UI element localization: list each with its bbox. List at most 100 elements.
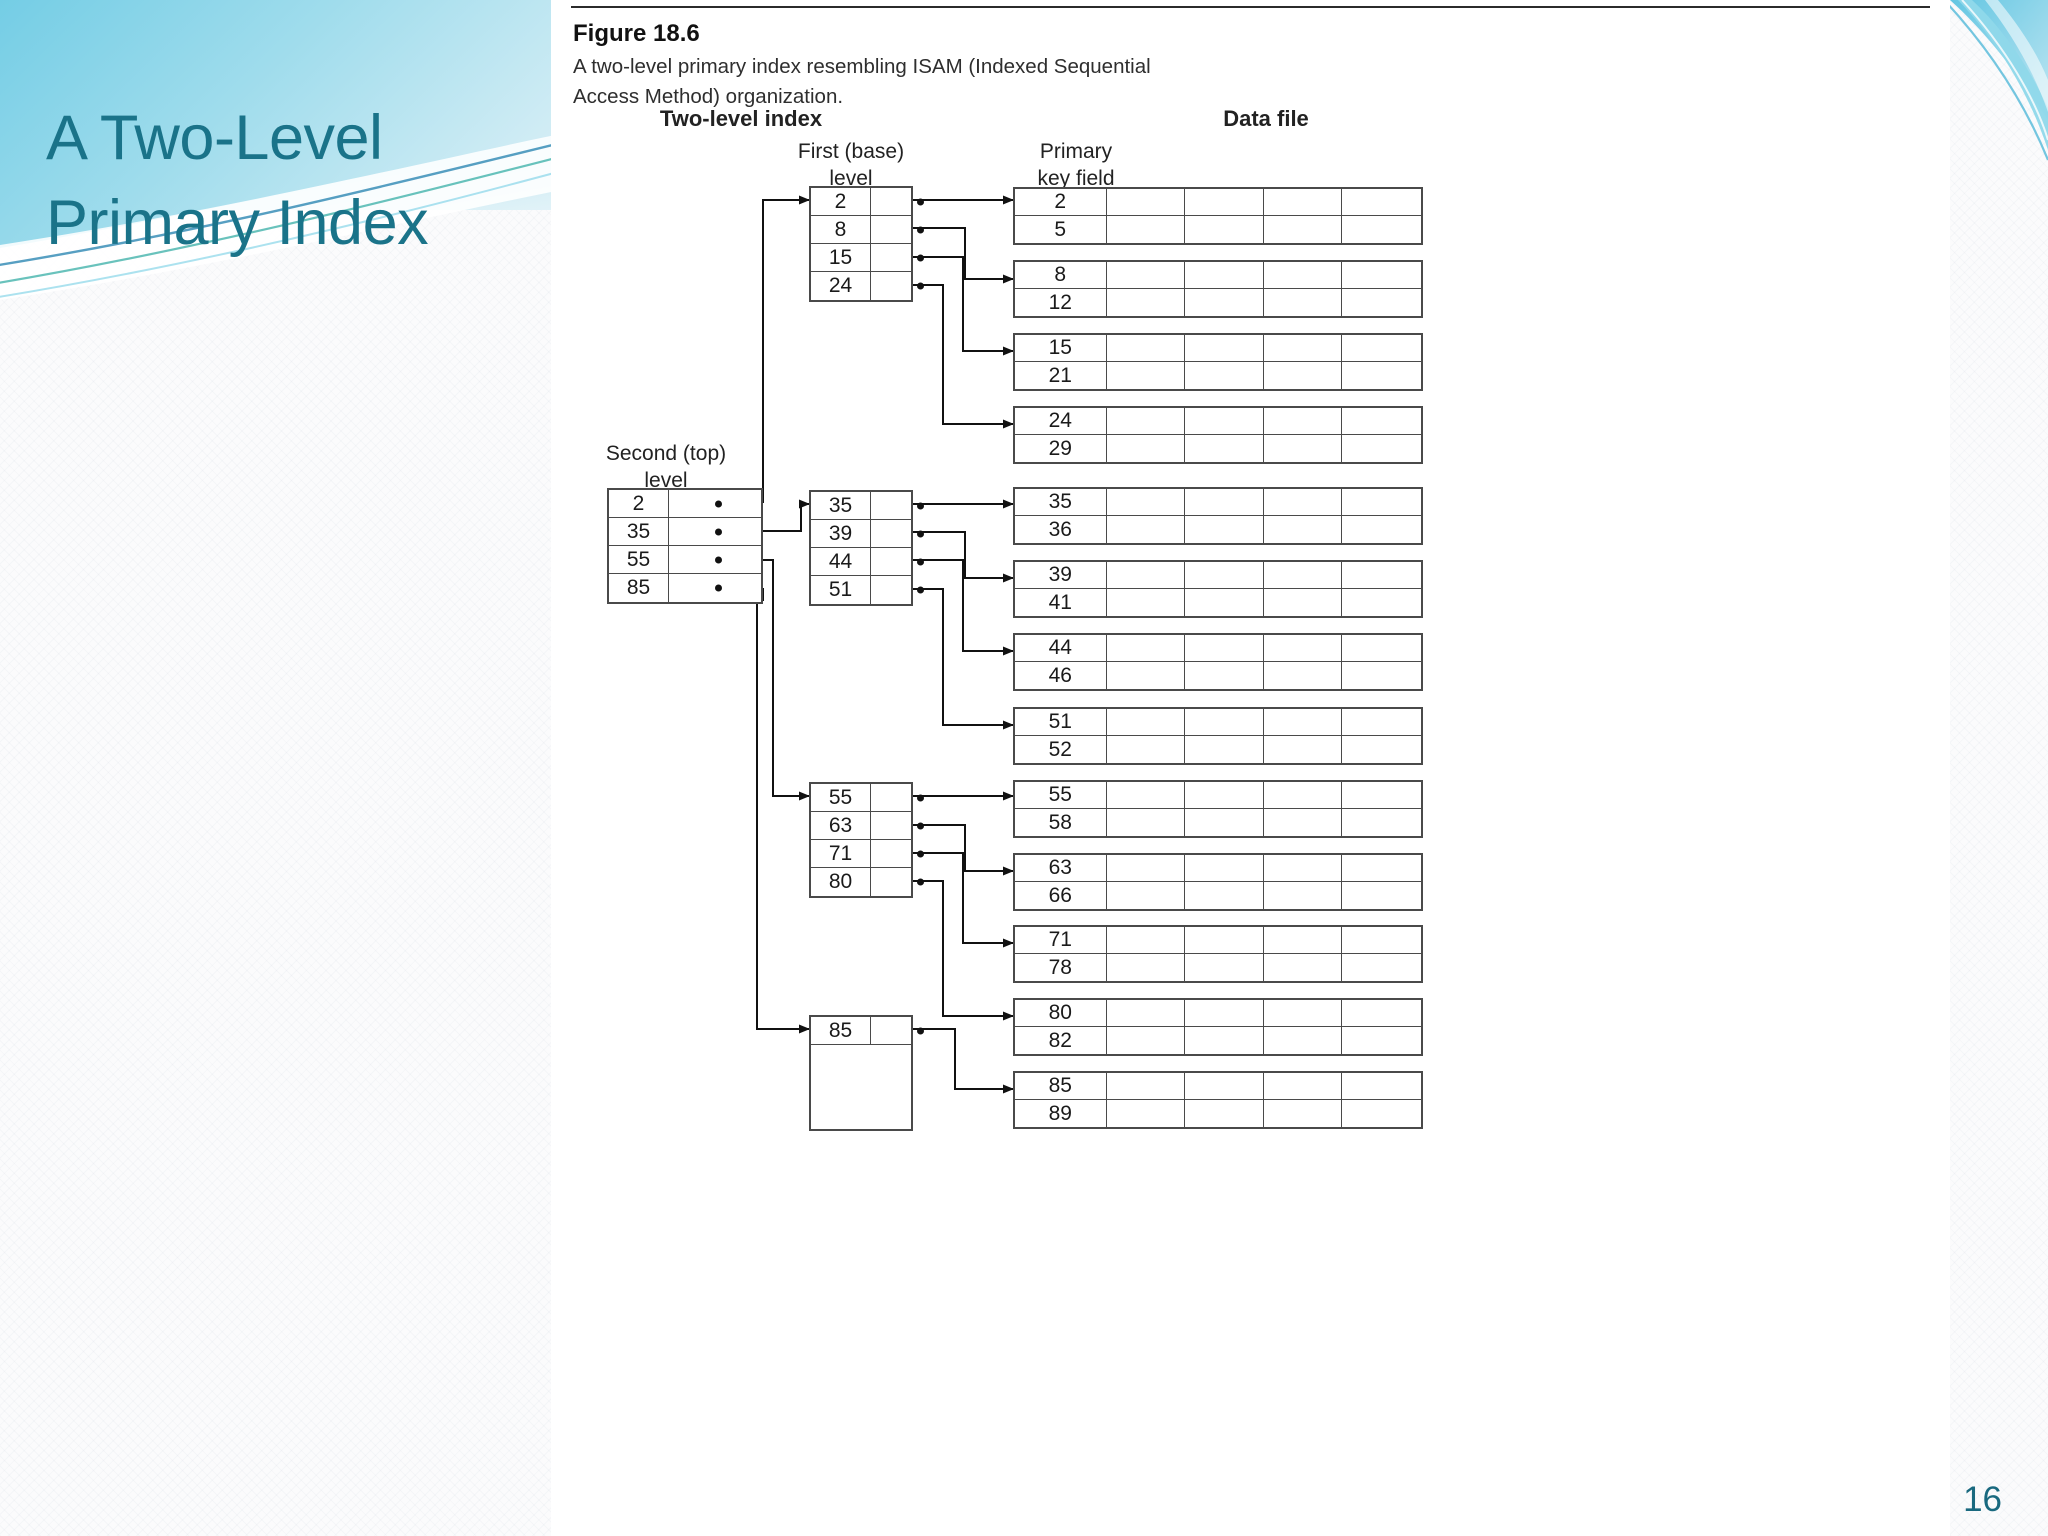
index-key-value: 35 bbox=[609, 518, 669, 545]
data-field-cell bbox=[1264, 662, 1343, 689]
data-file-record-row: 12 bbox=[1015, 289, 1421, 316]
data-file-record-row: 55 bbox=[1015, 782, 1421, 809]
data-field-cell bbox=[1342, 635, 1421, 661]
data-field-cell bbox=[1342, 662, 1421, 689]
data-field-cell bbox=[1107, 809, 1186, 836]
data-file-record-row: 80 bbox=[1015, 1000, 1421, 1027]
primary-key-value: 44 bbox=[1015, 635, 1107, 661]
data-field-cell bbox=[1342, 335, 1421, 361]
data-field-cell bbox=[1107, 408, 1186, 434]
data-field-cell bbox=[1342, 782, 1421, 808]
data-field-cell bbox=[1342, 262, 1421, 288]
figure-number: Figure 18.6 bbox=[573, 20, 700, 47]
data-field-cell bbox=[1185, 262, 1264, 288]
data-field-cell bbox=[1185, 1027, 1264, 1054]
data-field-cell bbox=[1185, 408, 1264, 434]
index-entry-row: 35 bbox=[609, 518, 761, 546]
data-field-cell bbox=[1264, 216, 1343, 243]
data-file-record-row: 78 bbox=[1015, 954, 1421, 981]
index-key-value: 55 bbox=[811, 784, 871, 811]
data-field-cell bbox=[1264, 562, 1343, 588]
data-field-cell bbox=[1264, 882, 1343, 909]
first-level-index-block: 85 bbox=[809, 1015, 913, 1131]
data-file-record-row: 39 bbox=[1015, 562, 1421, 589]
data-field-cell bbox=[1264, 1100, 1343, 1127]
connector-arrows bbox=[756, 195, 1014, 1094]
index-entry-row: 15 bbox=[811, 244, 911, 272]
data-field-cell bbox=[1342, 1073, 1421, 1099]
data-file-record-row: 66 bbox=[1015, 882, 1421, 909]
data-field-cell bbox=[1185, 1100, 1264, 1127]
index-entry-row: 35 bbox=[811, 492, 911, 520]
index-key-value: 2 bbox=[811, 188, 871, 215]
heading-primary-key-field-line-1: Primary bbox=[1039, 140, 1113, 163]
title-line-2: Primary Index bbox=[46, 188, 429, 258]
primary-key-value: 63 bbox=[1015, 855, 1107, 881]
primary-key-value: 71 bbox=[1015, 927, 1107, 953]
index-entry-row: 85 bbox=[811, 1017, 911, 1045]
heading-data-file: Data file bbox=[1223, 106, 1309, 131]
data-field-cell bbox=[1107, 289, 1186, 316]
data-file-record-row: 35 bbox=[1015, 489, 1421, 516]
data-field-cell bbox=[1185, 289, 1264, 316]
data-file-record-row: 52 bbox=[1015, 736, 1421, 763]
title-line-1: A Two-Level bbox=[46, 103, 383, 173]
data-field-cell bbox=[1264, 489, 1343, 515]
data-field-cell bbox=[1264, 1073, 1343, 1099]
data-file-record-row: 71 bbox=[1015, 927, 1421, 954]
index-key-value: 15 bbox=[811, 244, 871, 271]
data-field-cell bbox=[1107, 1000, 1186, 1026]
data-field-cell bbox=[1107, 516, 1186, 543]
data-field-cell bbox=[1107, 362, 1186, 389]
data-field-cell bbox=[1185, 882, 1264, 909]
index-block-pointer bbox=[871, 492, 911, 519]
primary-key-value: 66 bbox=[1015, 882, 1107, 909]
data-field-cell bbox=[1342, 362, 1421, 389]
data-file-record-row: 8 bbox=[1015, 262, 1421, 289]
heading-first-base-level-line-2: level bbox=[829, 167, 873, 190]
data-field-cell bbox=[1185, 709, 1264, 735]
data-field-cell bbox=[1185, 516, 1264, 543]
index-key-value: 85 bbox=[609, 574, 669, 602]
data-file-record-row: 89 bbox=[1015, 1100, 1421, 1127]
index-block-pointer bbox=[871, 244, 911, 271]
data-field-cell bbox=[1264, 435, 1343, 462]
data-field-cell bbox=[1107, 782, 1186, 808]
index-entry-row: 8 bbox=[811, 216, 911, 244]
index-entry-row: 24 bbox=[811, 272, 911, 300]
index-block-pointer bbox=[871, 868, 911, 896]
data-field-cell bbox=[1342, 882, 1421, 909]
index-entry-row: 39 bbox=[811, 520, 911, 548]
index-key-value: 8 bbox=[811, 216, 871, 243]
primary-key-value: 82 bbox=[1015, 1027, 1107, 1054]
data-field-cell bbox=[1264, 709, 1343, 735]
primary-key-value: 5 bbox=[1015, 216, 1107, 243]
primary-key-value: 58 bbox=[1015, 809, 1107, 836]
data-field-cell bbox=[1107, 435, 1186, 462]
index-block-pointer bbox=[669, 518, 761, 545]
data-field-cell bbox=[1185, 589, 1264, 616]
primary-key-value: 55 bbox=[1015, 782, 1107, 808]
data-file-record-row: 58 bbox=[1015, 809, 1421, 836]
index-key-value: 44 bbox=[811, 548, 871, 575]
primary-key-value: 51 bbox=[1015, 709, 1107, 735]
index-block-pointer bbox=[871, 840, 911, 867]
data-field-cell bbox=[1264, 516, 1343, 543]
heading-primary-key-field: Primary key field bbox=[971, 138, 1181, 192]
index-entry-row: 2 bbox=[609, 490, 761, 518]
data-field-cell bbox=[1264, 289, 1343, 316]
heading-second-top-level-line-2: level bbox=[644, 469, 688, 492]
data-field-cell bbox=[1342, 855, 1421, 881]
primary-key-value: 24 bbox=[1015, 408, 1107, 434]
data-field-cell bbox=[1185, 189, 1264, 215]
data-field-cell bbox=[1185, 435, 1264, 462]
primary-key-value: 35 bbox=[1015, 489, 1107, 515]
index-block-pointer bbox=[871, 188, 911, 215]
data-field-cell bbox=[1342, 954, 1421, 981]
primary-key-value: 46 bbox=[1015, 662, 1107, 689]
